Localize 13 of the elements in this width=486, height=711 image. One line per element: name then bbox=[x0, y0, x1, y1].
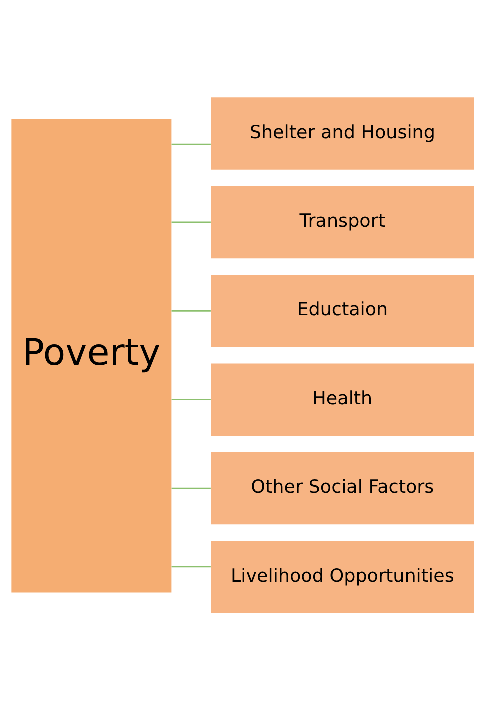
node-box: Health bbox=[211, 364, 474, 436]
connector bbox=[172, 310, 211, 312]
connector bbox=[172, 488, 211, 490]
node-box: Eductaion bbox=[211, 275, 474, 348]
connector bbox=[172, 144, 211, 146]
connector bbox=[172, 222, 211, 224]
connector bbox=[172, 399, 211, 401]
node-box: Shelter and Housing bbox=[211, 98, 474, 170]
connector bbox=[172, 566, 211, 568]
node-box: Poverty bbox=[12, 119, 172, 593]
node-box: Transport bbox=[211, 186, 474, 259]
node-box: Livelihood Opportunities bbox=[211, 541, 474, 614]
node-box: Other Social Factors bbox=[211, 452, 474, 525]
